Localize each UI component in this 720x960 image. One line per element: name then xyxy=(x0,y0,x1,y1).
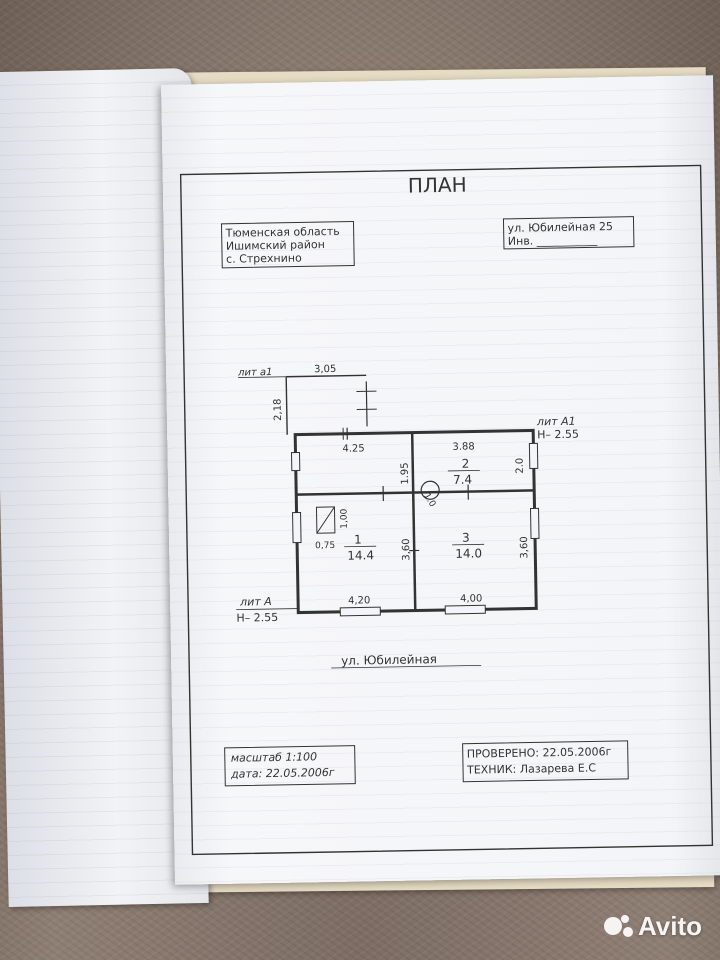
street-name: ул. Юбилейная xyxy=(341,652,437,668)
drawing-frame xyxy=(179,164,714,856)
address-line-1: Тюменская область xyxy=(225,225,340,240)
room3-area: 14.0 xyxy=(455,546,482,560)
windows xyxy=(290,442,540,617)
doors xyxy=(346,427,469,552)
street-box xyxy=(502,216,635,250)
address-line-3: с. Стрехнино xyxy=(226,251,302,265)
lit-A-label: лит А xyxy=(239,595,272,609)
scale-box xyxy=(224,745,356,787)
dim-room3-width: 4,00 xyxy=(460,593,482,604)
check-box xyxy=(462,740,629,783)
dim-room2-height: 2.0 xyxy=(515,458,526,474)
dim-room1-height: 3,60 xyxy=(401,538,412,560)
dim-top-ext: 3,05 xyxy=(314,364,336,375)
dim-room2-width: 3.88 xyxy=(452,441,474,452)
floor-plan-drawing: ПЛАН Тюменская область Ишимский район с.… xyxy=(179,164,714,856)
checked-text: ПРОВЕРЕНО: 22.05.2006г xyxy=(467,745,612,761)
height-A1: Н– 2.55 xyxy=(537,428,579,442)
plan-sheet: ПЛАН Тюменская область Ишимский район с.… xyxy=(161,75,720,885)
room1-number: 1 xyxy=(354,532,362,546)
dim-furnace-w: 0,75 xyxy=(315,541,335,551)
dim-hall-height: 1.95 xyxy=(400,462,411,484)
stove-circle xyxy=(420,480,440,500)
interior-wall-horizontal xyxy=(296,489,535,496)
room1-area: 14.4 xyxy=(347,548,374,562)
lit-A1-label: лит А1 xyxy=(536,415,576,429)
height-A: Н– 2.55 xyxy=(236,611,278,625)
street-line-1: ул. Юбилейная 25 xyxy=(508,220,614,235)
dim-stove: 1.0 xyxy=(421,492,437,510)
avito-logo-icon xyxy=(603,914,633,939)
dim-hall-width: 4.25 xyxy=(342,443,364,454)
dim-furnace-h: 1,00 xyxy=(339,508,349,528)
address-line-2: Ишимский район xyxy=(226,238,325,253)
plan-title: ПЛАН xyxy=(408,173,467,198)
lit-a1-small-label: лит а1 xyxy=(237,367,273,379)
dim-room3-height: 3,60 xyxy=(519,536,530,558)
annex-left-wall xyxy=(285,376,288,435)
room2-number: 2 xyxy=(462,457,470,471)
scale-text: масштаб 1:100 xyxy=(231,750,317,765)
annex-top-wall xyxy=(286,374,367,378)
tech-text: ТЕХНИК: Лазарева Е.С xyxy=(466,761,596,776)
address-box xyxy=(220,221,355,269)
dim-left-ext: 2,18 xyxy=(273,399,284,421)
dim-room1-width: 4,20 xyxy=(348,595,370,606)
watermark-text: Avito xyxy=(637,911,702,941)
avito-watermark: Avito xyxy=(603,911,702,942)
room2-area: 7.4 xyxy=(453,473,472,487)
interior-wall-vertical xyxy=(410,432,417,611)
furnace xyxy=(315,506,336,534)
date-text: дата: 22.05.2006г xyxy=(230,766,335,781)
street-line-2: Инв. ___________ xyxy=(508,233,598,248)
room3-number: 3 xyxy=(462,531,470,545)
